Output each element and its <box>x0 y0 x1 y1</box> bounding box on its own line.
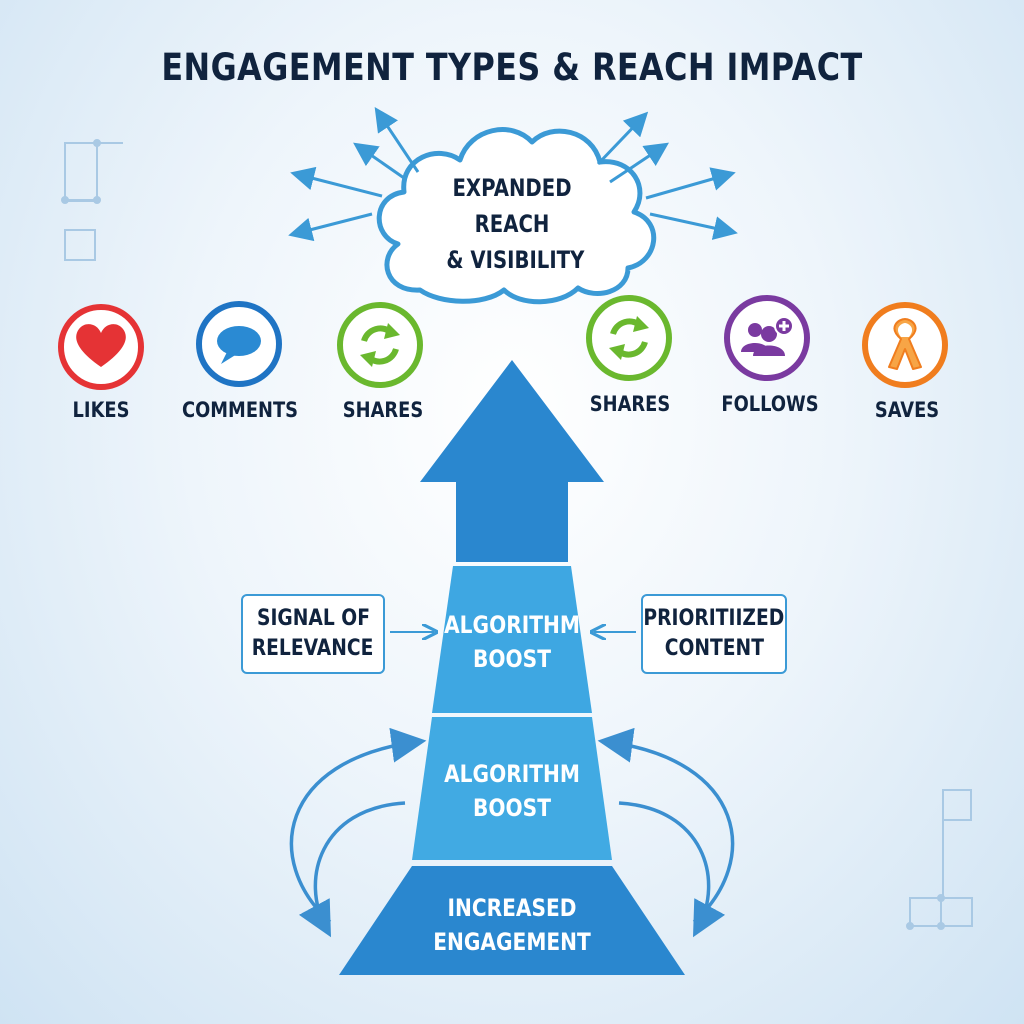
layer-label-upper: ALGORITHM BOOST <box>428 608 596 676</box>
reach-arrow <box>353 142 405 180</box>
signal-of-relevance-box: SIGNAL OF RELEVANCE <box>241 594 385 674</box>
ribbon-icon <box>862 302 948 388</box>
feedback-loop-arrow <box>597 727 735 924</box>
engagement-label-likes: LIKES <box>72 398 130 422</box>
layer-label-middle: ALGORITHM BOOST <box>428 757 596 825</box>
reach-arrow <box>649 212 738 240</box>
refresh-arrows-icon <box>586 295 672 381</box>
side-box-line: RELEVANCE <box>252 636 374 661</box>
layer-label-line: INCREASED <box>447 894 577 922</box>
reach-arrow <box>290 166 383 198</box>
speech-bubble-icon <box>196 301 282 387</box>
add-people-icon <box>724 295 810 381</box>
reach-arrow <box>645 167 736 200</box>
decor-grid-left <box>61 139 123 261</box>
reach-arrow <box>374 107 420 173</box>
reach-arrow <box>596 111 649 166</box>
cloud-label-line: REACH <box>474 210 550 238</box>
engagement-label-saves: SAVES <box>874 398 940 422</box>
layer-upper-shape <box>432 566 592 713</box>
engagement-icons <box>58 295 948 390</box>
refresh-arrows-icon <box>337 302 423 388</box>
engagement-label-shares-2: SHARES <box>589 392 671 416</box>
feedback-loop-arrow <box>298 801 406 938</box>
feedback-loop-arrow <box>289 727 427 924</box>
layer-middle-shape <box>412 717 612 860</box>
side-box-line: SIGNAL OF <box>256 606 370 631</box>
layer-label-line: ALGORITHM <box>444 760 580 788</box>
engagement-label-comments: COMMENTS <box>182 398 298 422</box>
prioritized-content-box: PRIORITIIZED CONTENT <box>641 594 787 674</box>
engagement-label-follows: FOLLOWS <box>721 392 819 416</box>
cloud-shape <box>376 127 657 305</box>
diagram-title: ENGAGEMENT TYPES & REACH IMPACT <box>161 46 863 89</box>
layer-label-line: BOOST <box>473 794 551 822</box>
reach-arrow <box>288 212 373 242</box>
layer-label-line: ALGORITHM <box>444 611 580 639</box>
side-box-line: CONTENT <box>664 636 764 661</box>
layer-base-shape <box>339 866 685 975</box>
reach-arrow <box>609 142 669 184</box>
feedback-loop-arrow <box>618 801 726 938</box>
arrow-head-shape <box>420 360 604 562</box>
cloud-label-line: & VISIBILITY <box>446 246 585 274</box>
layer-label-line: BOOST <box>473 645 551 673</box>
cloud-label: EXPANDED REACH & VISIBILITY <box>446 170 585 278</box>
layer-label-line: ENGAGEMENT <box>433 928 591 956</box>
engagement-label-shares: SHARES <box>342 398 424 422</box>
layer-label-base: INCREASED ENGAGEMENT <box>411 891 613 959</box>
heart-icon <box>58 304 144 390</box>
cloud-label-line: EXPANDED <box>452 174 572 202</box>
reach-arrows <box>288 107 738 242</box>
side-box-line: PRIORITIIZED <box>643 606 785 631</box>
decor-grid-right <box>906 789 973 930</box>
reach-cloud-graphic <box>288 107 738 305</box>
